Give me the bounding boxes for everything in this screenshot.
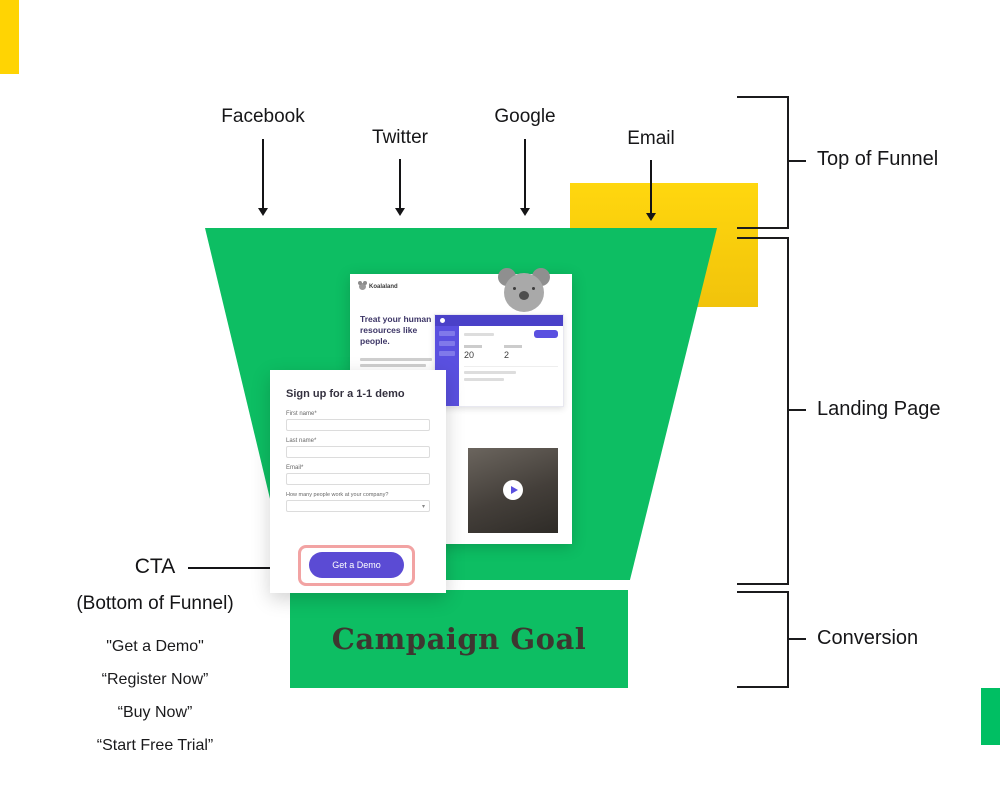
sidebar-item-placeholder [439,351,455,356]
campaign-goal-label: Campaign Goal [331,622,587,656]
source-label-twitter: Twitter [372,127,428,148]
dashboard-sidebar [435,326,459,406]
brand-name: Koalaland [369,283,398,290]
stat-label-placeholder [504,345,522,348]
bracket-dash [789,409,806,411]
cta-pointer-line [188,567,284,569]
text-line-placeholder [360,358,432,361]
last-name-field[interactable] [286,446,430,458]
dashboard-button-placeholder [534,330,558,338]
text-line-placeholder [464,377,504,381]
get-a-demo-button[interactable]: Get a Demo [309,552,404,578]
stat-value: 20 [464,349,475,360]
bracket-landing-page [787,237,789,585]
email-field[interactable] [286,473,430,485]
video-thumbnail [468,448,558,533]
chevron-down-icon: ▾ [421,504,425,510]
campaign-goal-block: Campaign Goal [290,590,628,688]
bracket-tick [737,237,789,239]
bracket-top-of-funnel [787,96,789,229]
cta-annotation-title: CTA [134,555,176,578]
first-name-field[interactable] [286,419,430,431]
sidebar-item-placeholder [439,341,455,346]
cta-example: “Start Free Trial” [96,737,214,754]
koala-logo-icon [358,281,367,290]
arrow-down-icon [520,139,530,216]
dashboard-header [435,315,563,326]
dashboard-content: 20 2 [459,326,563,406]
green-accent-bar [981,688,1000,745]
bracket-tick [737,686,789,688]
divider [464,365,558,367]
sidebar-item-placeholder [439,331,455,336]
stat-block: 2 [504,345,522,360]
stage-label-landing-page: Landing Page [817,398,941,420]
source-label-facebook: Facebook [221,106,305,127]
arrow-down-icon [646,160,656,221]
brand-logo: Koalaland [358,281,398,290]
stat-label-placeholder [464,345,482,348]
arrow-down-icon [395,159,405,216]
dashboard-mockup: 20 2 [434,314,564,407]
source-label-email: Email [627,128,675,149]
signup-form: Sign up for a 1-1 demo First name* Last … [270,370,446,593]
bracket-tick [737,96,789,98]
text-line-placeholder [360,364,426,367]
play-icon[interactable] [503,480,523,500]
arrow-down-icon [258,139,268,216]
cta-example: “Register Now” [101,671,209,688]
form-title: Sign up for a 1-1 demo [286,388,405,400]
cta-annotation-subtitle: (Bottom of Funnel) [76,593,234,614]
company-size-label: How many people work at your company? [286,492,389,498]
logo-dot-icon [440,318,445,323]
first-name-label: First name* [286,411,317,417]
cta-highlight-ring [298,545,415,586]
last-name-label: Last name* [286,438,317,444]
yellow-accent-bar [0,0,19,74]
company-size-select[interactable]: ▾ [286,500,430,512]
text-line-placeholder [464,332,494,336]
cta-example: “Buy Now” [117,704,193,721]
text-line-placeholder [464,370,516,374]
bracket-tick [737,591,789,593]
landing-headline: Treat your human resources like people. [360,314,432,347]
stat-block: 20 [464,345,482,360]
koala-image [498,268,550,320]
bracket-dash [789,160,806,162]
stat-value: 2 [504,349,510,360]
stage-label-top-of-funnel: Top of Funnel [817,148,939,170]
email-label: Email* [286,465,304,471]
bracket-conversion [787,591,789,688]
cta-example: "Get a Demo" [106,638,204,655]
bracket-tick [737,583,789,585]
source-label-google: Google [494,106,556,127]
bracket-dash [789,638,806,640]
stage-label-conversion: Conversion [817,627,919,649]
bracket-tick [737,227,789,229]
